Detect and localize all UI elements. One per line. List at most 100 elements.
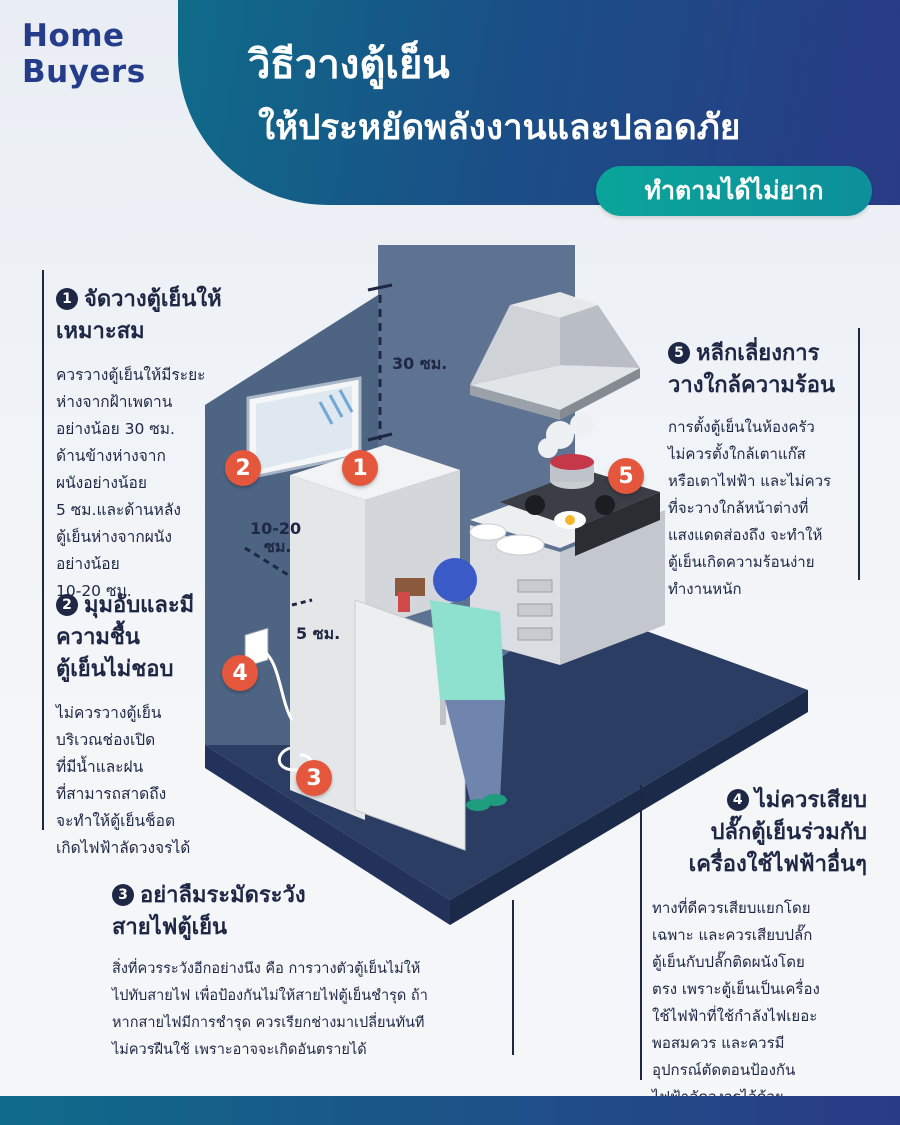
- left-divider-line: [42, 270, 44, 830]
- hood-rim: [470, 385, 560, 420]
- section-2-title-line-1: มุมอับและมี: [84, 593, 195, 618]
- drawer-3: [517, 627, 553, 641]
- section-2-body-line: ที่สามารถสาดถึง: [56, 785, 167, 803]
- marker-1: 1: [342, 450, 378, 486]
- fridge-left: [290, 475, 365, 820]
- section-2-title-line-3: ตู้เย็นไม่ชอบ: [56, 657, 174, 682]
- section-3-body-line: หากสายไฟมีการชำรุด ควรเรียกช่างมาเปลี่ยน…: [112, 1015, 425, 1031]
- logo-line-1: Home: [22, 18, 125, 54]
- steam-3: [538, 438, 558, 458]
- section-4-body-line: ใช้ไฟฟ้าที่ใช้กำลังไฟเยอะ: [652, 1007, 818, 1025]
- section-2-title-line-2: ความชื้น: [56, 625, 140, 650]
- fridge-jar: [398, 592, 410, 612]
- section-5-body: การตั้งตู้เย็นในห้องครัว ไม่ควรตั้งใกล้เ…: [668, 414, 858, 603]
- section-2-body-line: เกิดไฟฟ้าลัดวงจรได้: [56, 839, 191, 857]
- rain-lines: [318, 389, 354, 425]
- hood-base: [470, 365, 640, 410]
- steam-2: [570, 413, 594, 437]
- dim-label-top: 30 ซม.: [392, 354, 448, 373]
- section-5-body-line: การตั้งตู้เย็นในห้องครัว: [668, 418, 815, 436]
- section-1-body-line: ตู้เย็นห่างจากผนัง: [56, 528, 172, 546]
- section-5-title-line-2: วางใกล้ความร้อน: [668, 373, 835, 398]
- section-3: 3 อย่าลืมระมัดระวัง สายไฟตู้เย็น สิ่งที่ค…: [112, 880, 507, 1064]
- section-1-body-line: 10-20 ซม.: [56, 582, 132, 600]
- section-4-body-line: พอสมควร และควรมี: [652, 1034, 785, 1052]
- dim-top-tick: [367, 283, 393, 442]
- hood-rim-right: [560, 368, 640, 420]
- section-5: 5 หลีกเลี่ยงการ วางใกล้ความร้อน การตั้งตู…: [668, 338, 858, 603]
- section-3-body-line: ไปทับสายไฟ เพื่อป้องกันไม่ให้สายไฟตู้เย็…: [112, 988, 428, 1004]
- hood-body-left: [470, 305, 560, 385]
- section-1: 1 จัดวางตู้เย็นให้ เหมาะสม ควรวางตู้เย็นใ…: [56, 284, 256, 605]
- page-title: วิธีวางตู้เย็น: [248, 42, 450, 88]
- section-3-body-line: ไม่ควรฝืนใช้ เพราะอาจจะเกิดอันตรายได้: [112, 1042, 367, 1058]
- section-5-body-line: ทำงานหนัก: [668, 580, 742, 598]
- hood-body-right: [560, 305, 640, 368]
- dim-back-line: [244, 546, 291, 578]
- section-4-body-line: อุปกรณ์ตัดตอนป้องกัน: [652, 1061, 796, 1079]
- person-legs: [445, 700, 505, 800]
- section-1-body-line: ด้านข้างห่างจาก: [56, 447, 166, 465]
- section-1-body-line: ห่างจากฝ้าเพดาน: [56, 393, 173, 411]
- section-4-number: 4: [726, 789, 749, 811]
- section-5-body-line: ตู้เย็นเกิดความร้อนง่าย: [668, 553, 815, 571]
- section-5-title-line-1: หลีกเลี่ยงการ: [696, 341, 820, 366]
- section-1-title: 1 จัดวางตู้เย็นให้ เหมาะสม: [56, 284, 256, 348]
- section-1-body-line: อย่างน้อย 30 ซม.: [56, 420, 175, 438]
- right-divider-line-bottom: [640, 785, 642, 1080]
- marker-2: 2: [225, 450, 261, 486]
- logo: Home Buyers: [22, 18, 182, 108]
- footer-band: [0, 1096, 900, 1125]
- section-3-title-line-1: อย่าลืมระมัดระวัง: [140, 883, 306, 908]
- section-1-body-line: อย่างน้อย: [56, 555, 120, 573]
- fridge-food: [395, 578, 425, 596]
- section-4-body-line: ทางที่ดีควรเสียบแยกโดย: [652, 899, 811, 917]
- drawer-2: [517, 603, 553, 617]
- logo-line-2: Buyers: [22, 54, 146, 90]
- marker-3: 3: [296, 760, 332, 796]
- floor-side: [205, 745, 450, 925]
- right-divider-line-top: [858, 328, 860, 580]
- floor-front: [450, 690, 808, 925]
- power-cable: [261, 648, 294, 721]
- section-5-number: 5: [668, 342, 690, 364]
- section-4-body-line: เฉพาะ และควรเสียบปลั๊ก: [652, 926, 813, 944]
- marker-5: 5: [608, 458, 644, 494]
- section-3-number: 3: [112, 884, 134, 906]
- hood-chimney: [510, 292, 598, 318]
- section-5-body-line: ไม่ควรตั้งใกล้เตาแก๊ส: [668, 445, 806, 463]
- section-2-body-line: ที่มีน้ำและฝน: [56, 758, 144, 776]
- plate-stack-2: [469, 523, 507, 541]
- section-5-title: 5 หลีกเลี่ยงการ วางใกล้ความร้อน: [668, 338, 858, 402]
- section-2-body-line: บริเวณช่องเปิด: [56, 731, 156, 749]
- dim-label-back-2: ซม.: [264, 537, 292, 556]
- section-3-body: สิ่งที่ควรระวังอีกอย่างนึง คือ การวางตัว…: [112, 956, 507, 1064]
- floor-top: [205, 605, 808, 900]
- section-1-body: ควรวางตู้เย็นให้มีระยะ ห่างจากฝ้าเพดาน อ…: [56, 362, 256, 605]
- bottom-divider-line: [512, 900, 514, 1055]
- section-3-title-line-2: สายไฟตู้เย็น: [112, 915, 228, 940]
- burner-2: [595, 495, 615, 515]
- section-1-title-line-1: จัดวางตู้เย็นให้: [84, 287, 222, 312]
- section-3-title: 3 อย่าลืมระมัดระวัง สายไฟตู้เย็น: [112, 880, 507, 944]
- marker-4: 4: [222, 655, 258, 691]
- section-4-title-line-3: เครื่องใช้ไฟฟ้าอื่นๆ: [688, 852, 867, 877]
- stove-front: [575, 492, 660, 556]
- dim-label-back: 10-20 ซม.: [250, 520, 301, 556]
- section-1-body-line: ควรวางตู้เย็นให้มีระยะ: [56, 366, 206, 384]
- section-1-title-line-2: เหมาะสม: [56, 319, 145, 344]
- dim-label-back-1: 10-20: [250, 519, 302, 538]
- section-4-body: ทางที่ดีควรเสียบแยกโดย เฉพาะ และควรเสียบ…: [652, 895, 867, 1111]
- section-4-title-line-1: ไม่ควรเสียบ: [754, 788, 867, 813]
- person-body: [430, 600, 505, 700]
- egg-yolk: [565, 515, 575, 525]
- section-5-body-line: แสงแดดส่องถึง จะทำให้: [668, 526, 823, 544]
- section-1-number: 1: [56, 288, 78, 310]
- section-2-body-line: จะทำให้ตู้เย็นช็อต: [56, 812, 176, 830]
- section-1-body-line: ผนังอย่างน้อย: [56, 474, 147, 492]
